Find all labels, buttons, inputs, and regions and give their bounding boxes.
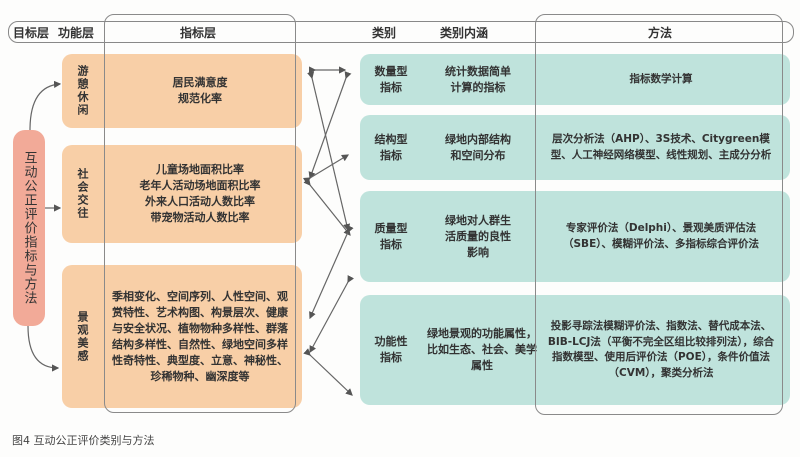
category-row-quantity: 数量型 指标 统计数据简单 计算的指标 指标数学计算	[360, 54, 790, 105]
link-arrow	[307, 71, 351, 232]
indicator-text: 季相变化、空间序列、人性空间、观赏特性、艺术构图、构景层次、健康与安全状况、植物…	[112, 289, 288, 383]
category-meaning: 统计数据简单 计算的指标	[445, 64, 511, 94]
method-text: 投影寻踪法模糊评价法、指数法、替代成本法、BIB-LCJ法（平衡不完全区组比较排…	[547, 320, 775, 379]
category-meaning: 绿地对人群生 活质量的良性 影响	[445, 213, 511, 259]
goal-box: 互动公正评价指标与方法	[13, 130, 45, 326]
header-bar	[8, 21, 794, 43]
category-label: 结构型 指标	[374, 132, 408, 162]
header-category: 类别	[372, 26, 397, 40]
link-arrow	[303, 154, 350, 185]
header-category-meaning: 类别内涵	[440, 26, 489, 40]
category-row-structure: 结构型 指标 绿地内部结构 和空间分布 层次分析法（AHP）、3S技术、City…	[360, 115, 790, 180]
goal-to-leisure-arrow	[29, 80, 62, 131]
method-column-frame	[535, 14, 783, 415]
category-row-quality: 质量型 指标 绿地对人群生 活质量的良性 影响 专家评价法（Delphi）、景观…	[360, 191, 790, 282]
indicator-text: 居民满意度 规范化率	[172, 76, 228, 105]
function-label: 游憩休闲	[76, 65, 89, 117]
category-row-function: 功能性 指标 绿地景观的功能属性，比如生态、社会、美学属性 投影寻踪法模糊评价法…	[360, 295, 790, 405]
category-label: 数量型 指标	[374, 64, 408, 94]
link-arrow	[309, 225, 354, 320]
method-text: 专家评价法（Delphi）、景观美质评估法（SBE）、模糊评价法、多指标综合评价…	[563, 222, 759, 250]
indicator-column-frame	[104, 14, 296, 413]
header-indicator-layer: 指标层	[180, 26, 217, 40]
goal-to-landscape-arrow	[27, 325, 60, 372]
category-label: 功能性 指标	[374, 335, 408, 364]
function-label: 社会交往	[76, 168, 89, 220]
method-text: 指标数学计算	[629, 72, 693, 85]
category-meaning: 绿地景观的功能属性，比如生态、社会、美学属性	[427, 327, 537, 372]
link-arrow	[303, 178, 351, 236]
category-meaning: 绿地内部结构 和空间分布	[445, 132, 511, 162]
figure-caption: 图4 互动公正评价类别与方法	[12, 434, 155, 447]
function-label: 景观美感	[76, 310, 89, 363]
function-box-social: 社会交往 儿童场地面积比率 老年人活动场地面积比率 外来人口活动人数比率 带宠物…	[62, 145, 302, 243]
function-box-leisure: 游憩休闲 居民满意度 规范化率	[62, 54, 302, 128]
link-arrow	[303, 348, 353, 396]
link-arrow	[309, 275, 355, 354]
indicator-text: 儿童场地面积比率 老年人活动场地面积比率 外来人口活动人数比率 带宠物活动人数比…	[139, 163, 261, 224]
method-text: 层次分析法（AHP）、3S技术、Citygreen模型、人工神经网络模型、线性规…	[550, 133, 772, 161]
category-label: 质量型 指标	[374, 221, 408, 251]
header-method: 方法	[648, 26, 673, 40]
function-box-landscape: 景观美感 季相变化、空间序列、人性空间、观赏特性、艺术构图、构景层次、健康与安全…	[62, 265, 302, 408]
header-goal-layer: 目标层	[13, 26, 50, 40]
header-function-layer: 功能层	[58, 26, 95, 40]
